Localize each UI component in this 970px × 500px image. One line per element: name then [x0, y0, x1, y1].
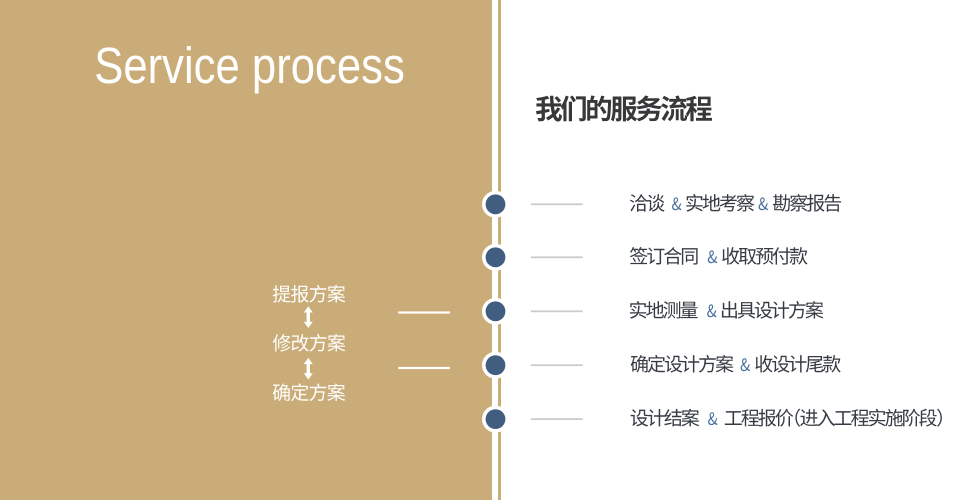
svg-text:Service process: Service process [94, 38, 405, 95]
